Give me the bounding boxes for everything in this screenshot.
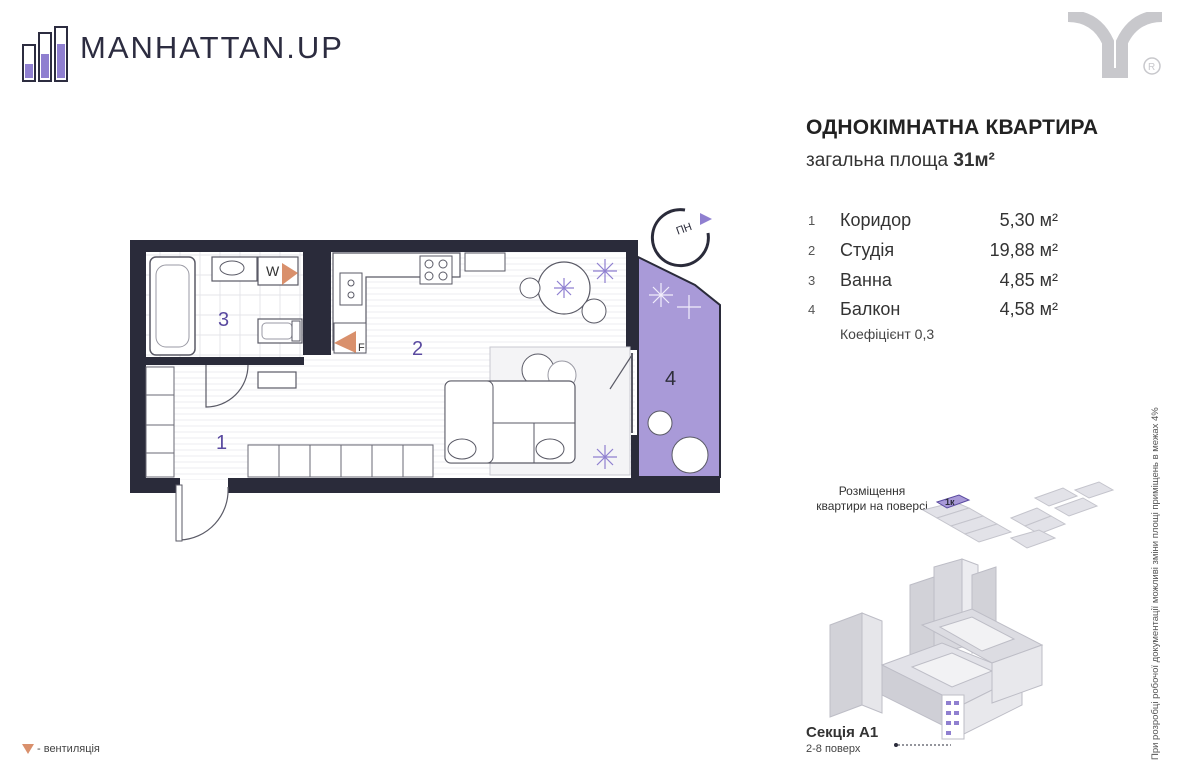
room-area: 4,58 м² xyxy=(999,299,1058,319)
disclaimer: При розробці робочої документації можлив… xyxy=(1148,370,1164,760)
wall-shelf xyxy=(464,252,506,272)
developer-mark-icon: R xyxy=(1067,12,1163,78)
brand-logo-icon xyxy=(22,26,68,82)
room-number-1: 1 xyxy=(216,432,227,454)
room-area: 19,88 м² xyxy=(989,240,1058,260)
room-number: 3 xyxy=(808,273,816,288)
compass-label: ПН xyxy=(675,221,694,238)
brand-name: MANHATTAN.UP xyxy=(80,30,344,65)
bathroom-door xyxy=(205,364,249,408)
room-number-3: 3 xyxy=(218,309,229,331)
section-pointer xyxy=(894,743,951,747)
room-row-balcony: 4 Балкон 4,58 м² xyxy=(808,299,1058,323)
balcony-chair xyxy=(671,436,709,474)
placement-badge: 1к xyxy=(945,497,955,507)
room-area: 5,30 м² xyxy=(999,210,1058,230)
area-value: 31м² xyxy=(953,150,995,171)
room-area: 4,85 м² xyxy=(999,270,1058,290)
area-label: загальна площа xyxy=(806,150,949,171)
ventilation-legend-label: - вентиляція xyxy=(37,743,100,755)
apartment-location-marker xyxy=(935,494,971,509)
fridge-label: F xyxy=(358,342,365,354)
chair xyxy=(581,298,607,324)
disclaimer-text: При розробці робочої документації можлив… xyxy=(1150,407,1161,760)
cooktop xyxy=(419,255,453,285)
compass-icon xyxy=(650,208,712,268)
floor-plan: W 3 1 F 2 xyxy=(130,208,721,542)
room-name: Балкон xyxy=(840,299,901,319)
room-number: 4 xyxy=(808,302,816,317)
plant-icon xyxy=(649,283,701,319)
room-name: Коридор xyxy=(840,210,912,230)
apartment-title: ОДНОКІМНАТНА КВАРТИРА xyxy=(806,116,1099,139)
room-row-bathroom: 3 Ванна 4,85 м² xyxy=(808,270,1058,294)
ventilation-icon xyxy=(282,263,298,285)
bench xyxy=(257,371,297,389)
washer-label: W xyxy=(266,263,280,279)
placement-label: Розміщення квартири на поверсі xyxy=(816,484,928,513)
svg-text:R: R xyxy=(1148,62,1155,73)
room-number-4: 4 xyxy=(665,368,676,390)
room-row-corridor: 1 Коридор 5,30 м² xyxy=(808,210,1058,234)
balcony-door xyxy=(609,354,633,390)
room-name: Студія xyxy=(840,240,895,260)
balcony-table xyxy=(647,410,673,436)
building-isometric xyxy=(829,558,1044,740)
plant-icon xyxy=(593,259,617,283)
plant-icon xyxy=(554,278,574,298)
wardrobe xyxy=(145,366,175,478)
balcony-coefficient: Коефіцієнт 0,3 xyxy=(840,326,935,342)
ventilation-icon xyxy=(334,331,356,353)
floor-placement-map: 1к xyxy=(921,481,1115,549)
apartment-area: загальна площа 31м² xyxy=(806,150,995,172)
ventilation-legend-icon xyxy=(22,744,34,754)
entrance-door xyxy=(179,485,229,541)
section-title: Секція А1 xyxy=(806,724,879,741)
section-floors: 2-8 поверх xyxy=(806,743,861,755)
plant-icon xyxy=(593,445,617,469)
chair xyxy=(519,277,541,299)
room-row-studio: 2 Студія 19,88 м² xyxy=(808,240,1058,264)
room-number: 1 xyxy=(808,213,816,228)
room-name: Ванна xyxy=(840,270,892,290)
kitchen-sink xyxy=(339,272,363,306)
room-number: 2 xyxy=(808,243,816,258)
room-number-2: 2 xyxy=(412,338,423,360)
